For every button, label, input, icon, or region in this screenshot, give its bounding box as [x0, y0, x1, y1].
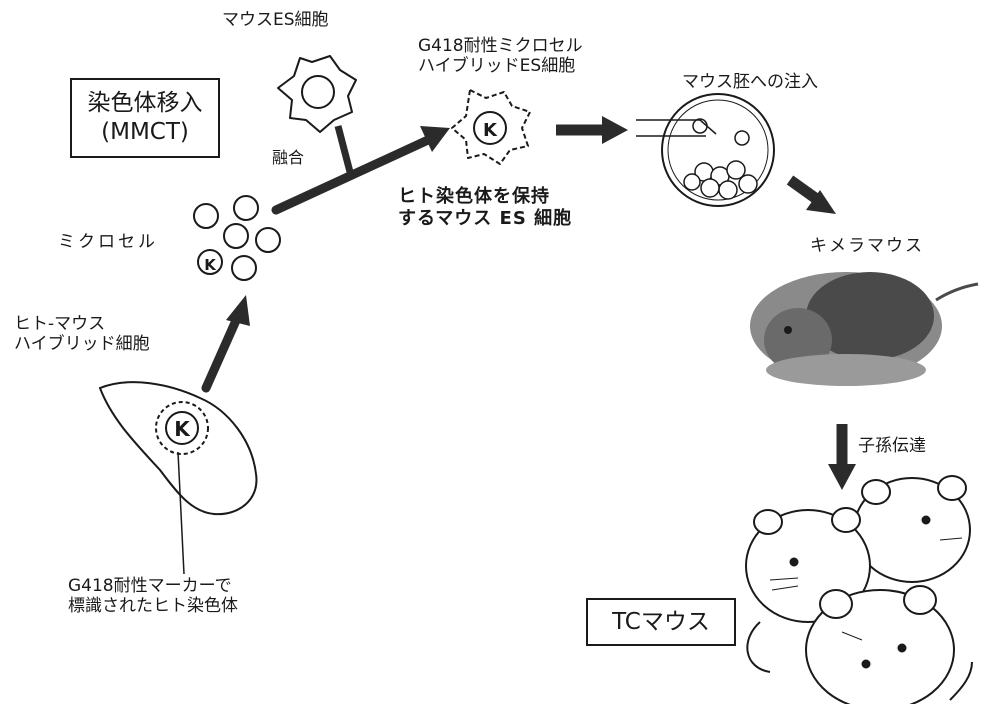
es-holding-human-chromosome-label: ヒト染色体を保持 するマウス ES 細胞 [398, 186, 572, 229]
es-holding-line2: するマウス ES 細胞 [398, 207, 573, 229]
injection-pipette [636, 119, 717, 137]
tc-mice-illustration [745, 475, 973, 704]
fusion-connector [334, 125, 354, 173]
mmct-title-box: 染色体移入 (MMCT) [70, 78, 220, 158]
tc-mice-features [769, 515, 963, 669]
es-holding-line1: ヒト染色体を保持 [398, 186, 550, 207]
microcell [233, 195, 259, 221]
g418-hybrid-es-line2: ハイブリッドES細胞 [418, 56, 576, 77]
tc-mouse-box: TCマウス [586, 598, 736, 646]
g418-hybrid-es-line1: G418耐性ミクロセル [418, 36, 583, 56]
g418-marker-line2: 標識されたヒト染色体 [68, 596, 238, 617]
g418-marker-line1: G418耐性マーカーで [68, 576, 232, 596]
microcell-cluster [193, 195, 281, 281]
mouse-es-cell [277, 55, 357, 133]
mouse-embryo [661, 93, 775, 207]
microcell [223, 223, 249, 249]
arrow-es-to-embryo [556, 116, 628, 144]
fusion-label: 融合 [272, 148, 305, 167]
microcell [197, 249, 223, 275]
hybrid-cell: K [98, 381, 258, 516]
human-mouse-hybrid-label: ヒト-マウス ハイブリッド細胞 [14, 314, 150, 355]
germline-transmission-label: 子孫伝達 [858, 436, 926, 456]
mmct-title-line2: (MMCT) [101, 119, 189, 145]
microcell [231, 255, 257, 281]
marker-pointer-line [177, 451, 185, 575]
hybrid-es-cell: K [451, 89, 531, 165]
microcell-label: ミクロセル [58, 232, 158, 252]
human-mouse-hybrid-line1: ヒト-マウス [14, 314, 106, 334]
microcell-chromosome-glyph: K [204, 256, 217, 274]
arrow-chimera-to-tc [828, 424, 856, 490]
microcell [255, 227, 281, 253]
g418-marker-label: G418耐性マーカーで 標識されたヒト染色体 [68, 576, 238, 617]
arrow-microcell-to-hybrid-es [271, 126, 450, 215]
g418-hybrid-es-label: G418耐性ミクロセル ハイブリッドES細胞 [418, 36, 583, 77]
mouse-es-cell-label: マウスES細胞 [222, 10, 329, 30]
arrow-hybrid-to-microcell [201, 295, 250, 393]
tc-mouse-label: TCマウス [612, 608, 710, 635]
embryo-injection-label: マウス胚への注入 [682, 72, 818, 92]
arrow-embryo-to-chimera [786, 175, 836, 214]
hybrid-chromosome-glyph: K [174, 417, 191, 441]
chimera-mouse-label: キメラマウス [810, 236, 924, 256]
human-mouse-hybrid-line2: ハイブリッド細胞 [14, 334, 150, 355]
mmct-title-line1: 染色体移入 [87, 90, 203, 117]
chimera-mouse-image [750, 272, 979, 386]
microcell [193, 203, 219, 229]
hybrid-es-chromosome-glyph: K [483, 120, 498, 141]
